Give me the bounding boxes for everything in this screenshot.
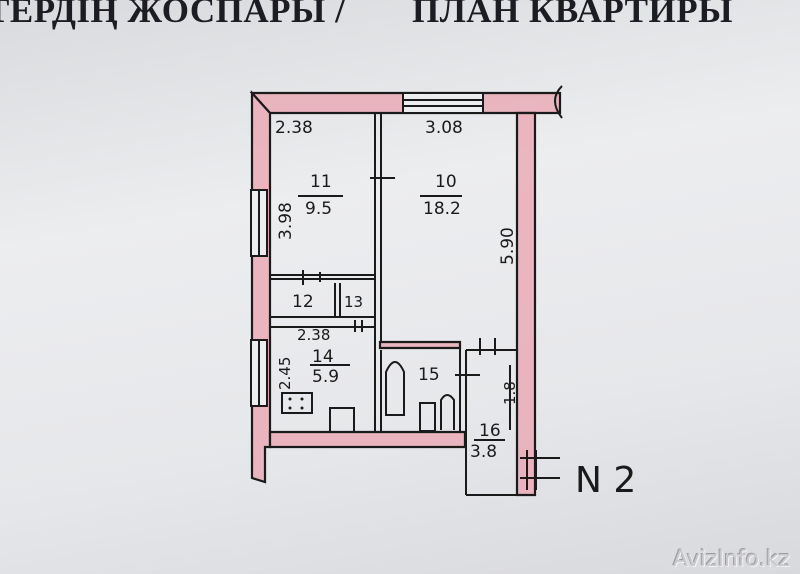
dim-room14-width: 2.38 — [297, 326, 330, 344]
watermark: AvizInfo.kz — [673, 547, 790, 572]
dim-room10-length: 5.90 — [498, 227, 518, 265]
corner-arc — [554, 85, 563, 119]
room-12-number: 12 — [292, 292, 314, 312]
title-kazakh: ТЕРДІҢ ЖОСПАРЫ / — [0, 0, 346, 30]
dim-room10-width: 3.08 — [425, 118, 463, 138]
dim-room16-length: 1.8 — [501, 381, 519, 405]
room-10-number: 10 — [435, 172, 457, 192]
washbasin-icon — [440, 394, 455, 430]
dim-room11-width: 2.38 — [275, 118, 313, 138]
room-15-number: 15 — [418, 365, 440, 385]
sink-icon — [329, 407, 355, 433]
room-14-number: 14 — [312, 347, 334, 367]
apartment-number: N 2 — [575, 460, 636, 501]
room-16-number: 16 — [479, 421, 501, 441]
bathtub-icon — [385, 361, 405, 416]
room-13-number: 13 — [344, 293, 363, 311]
dim-room14-length: 2.45 — [276, 357, 294, 390]
stove-icon — [281, 392, 313, 414]
stove-burners — [288, 397, 304, 410]
bottom-wall — [268, 430, 467, 449]
lines — [250, 85, 563, 496]
room-14-area: 5.9 — [312, 367, 339, 387]
room-11-number: 11 — [310, 172, 332, 192]
room-11-area: 9.5 — [305, 199, 332, 219]
right-wall — [515, 111, 537, 497]
title-russian: ПЛАН КВАРТИРЫ — [412, 0, 733, 30]
room-16-area: 3.8 — [470, 442, 497, 462]
window-top — [402, 92, 484, 114]
dim-room11-length: 3.98 — [276, 202, 296, 240]
left-wall — [250, 90, 272, 484]
room-10-area: 18.2 — [423, 199, 461, 219]
toilet-icon — [419, 402, 436, 432]
partition-10-15 — [378, 340, 462, 350]
